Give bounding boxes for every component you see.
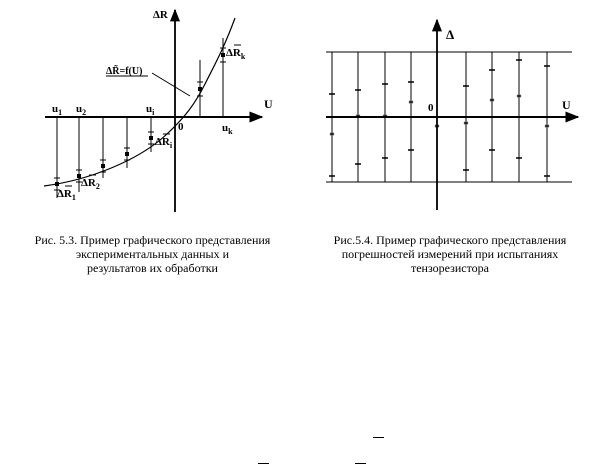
error-points: * * * * * * * * * — [329, 92, 550, 142]
tick-label-u2: u2 — [76, 103, 86, 117]
caption-line: результатов их обработки — [87, 261, 218, 275]
caption-line: экспериментальных данных и — [75, 247, 230, 261]
curve-label-leader — [151, 72, 191, 97]
point-label-k: ΔRk — [226, 47, 246, 61]
svg-text:*: * — [329, 130, 335, 142]
curve-label: ΔR̃=f(U) — [106, 64, 142, 77]
point-label-i: ΔRi — [155, 136, 173, 150]
sample-lines — [331, 52, 548, 182]
axis-x-label: U — [264, 97, 273, 111]
caption-line: Рис.5.4. Пример графического представлен… — [333, 233, 567, 247]
svg-text:*: * — [544, 122, 550, 134]
svg-text:*: * — [463, 119, 469, 131]
figure-5-3: ΔR U 0 ΔR̃=f(U) u1 u2 ui uk ΔR1 ΔR2 ΔRi … — [43, 8, 273, 212]
origin-label: 0 — [178, 121, 184, 133]
svg-text:*: * — [382, 112, 388, 124]
svg-text:*: * — [408, 98, 414, 110]
svg-text:*: * — [434, 122, 440, 134]
figure-5-3-caption: Рис. 5.3. Пример графического представле… — [10, 233, 295, 275]
origin-label: 0 — [428, 102, 434, 114]
overbar-mark — [355, 463, 366, 464]
axis-y-label: Δ — [446, 27, 454, 42]
point-label-2: ΔR2 — [81, 177, 100, 191]
overbar-mark — [258, 463, 269, 464]
overbar-mark — [373, 437, 384, 438]
tick-label-uk: uk — [222, 122, 233, 136]
limit-dashes — [329, 59, 550, 177]
axis-x-label: U — [562, 98, 571, 112]
tick-label-ui: ui — [146, 103, 155, 117]
caption-line: тензорезистора — [410, 261, 490, 275]
point-label-overbars — [65, 44, 241, 187]
caption-line: погрешностей измерений при испытаниях — [341, 247, 559, 261]
point-label-1: ΔR1 — [57, 188, 76, 202]
svg-text:*: * — [355, 112, 361, 124]
data-points — [55, 53, 225, 186]
axis-y-label: ΔR — [153, 9, 169, 21]
figure-5-4-caption: Рис.5.4. Пример графического представлен… — [305, 233, 595, 275]
figure-5-4: * * * * * * * * * Δ U 0 — [326, 18, 580, 210]
svg-text:*: * — [516, 92, 522, 104]
fitted-curve — [43, 17, 236, 187]
tick-label-u1: u1 — [52, 103, 62, 117]
caption-line: Рис. 5.3. Пример графического представле… — [34, 233, 271, 247]
svg-text:*: * — [489, 96, 495, 108]
